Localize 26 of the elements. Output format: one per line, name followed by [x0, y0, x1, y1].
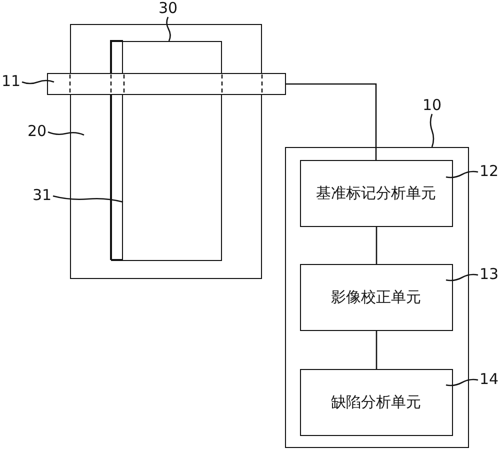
leader-line [52, 195, 124, 203]
reference-numeral: 10 [421, 97, 443, 114]
connecting-line [376, 331, 378, 369]
connecting-line [286, 83, 377, 160]
sensor-bar [47, 73, 286, 95]
leader-line [430, 114, 434, 148]
leader-line [22, 80, 54, 84]
leader-line [446, 274, 478, 282]
unit-frame [285, 147, 469, 448]
reference-numeral: 30 [157, 0, 179, 17]
reference-numeral: 11 [0, 73, 22, 90]
reference-numeral: 14 [478, 371, 500, 388]
leader-line [446, 170, 478, 178]
unit-box: 基准标记分析单元 [300, 160, 452, 226]
reference-numeral: 13 [478, 266, 500, 283]
unit-box: 缺陷分析单元 [300, 368, 452, 436]
reference-numeral: 12 [478, 163, 500, 180]
panel-box [110, 40, 222, 260]
leader-line [166, 16, 171, 42]
unit-box: 影像校正单元 [300, 264, 452, 330]
frame-box [70, 24, 262, 279]
leader-line [48, 131, 84, 136]
leader-line [446, 378, 478, 386]
connecting-line [376, 227, 378, 264]
reference-numeral: 31 [31, 187, 53, 204]
reference-numeral: 20 [26, 123, 48, 140]
